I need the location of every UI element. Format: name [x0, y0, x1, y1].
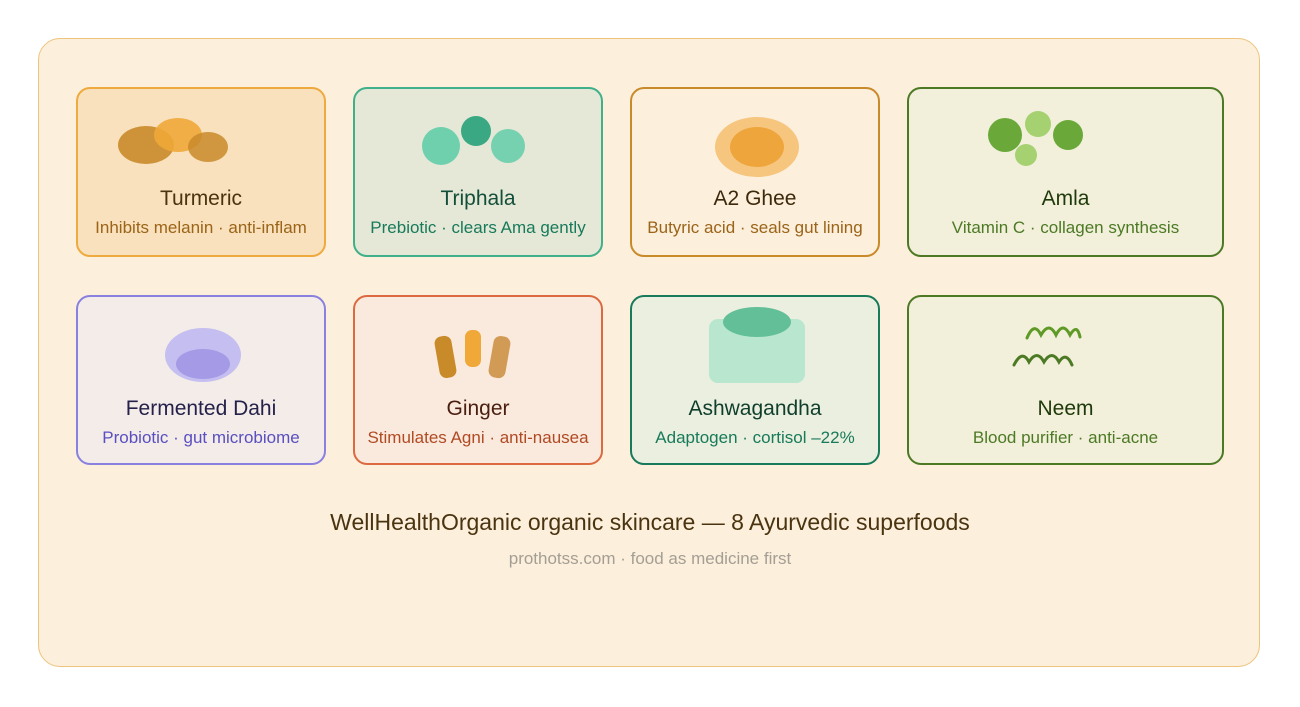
card-benefit: Butyric acid · seals gut lining — [647, 218, 863, 237]
card-title: Neem — [1037, 397, 1094, 420]
ashwagandha-jar-icon — [709, 307, 805, 383]
card-title: Ginger — [446, 397, 510, 420]
card-title: Turmeric — [159, 187, 243, 210]
card-turmeric: Turmeric Inhibits melanin · anti-inflam — [76, 87, 326, 257]
turmeric-roots-icon — [118, 118, 228, 164]
footer-title: WellHealthOrganic organic skincare — 8 A… — [330, 509, 970, 535]
card-benefit: Blood purifier · anti-acne — [972, 428, 1159, 447]
card-title: Triphala — [440, 187, 516, 210]
card-fermented-dahi: Fermented Dahi Probiotic · gut microbiom… — [76, 295, 326, 465]
card-benefit: Adaptogen · cortisol –22% — [655, 428, 855, 447]
card-neem: Neem Blood purifier · anti-acne — [907, 295, 1224, 465]
ginger-sticks-icon — [434, 330, 511, 379]
card-title: A2 Ghee — [713, 187, 797, 210]
dahi-bowl-icon — [165, 328, 241, 382]
card-title: Fermented Dahi — [125, 397, 277, 420]
card-triphala: Triphala Prebiotic · clears Ama gently — [353, 87, 603, 257]
card-benefit: Stimulates Agni · anti-nausea — [367, 428, 589, 447]
card-benefit: Vitamin C · collagen synthesis — [951, 218, 1180, 237]
card-ashwagandha: Ashwagandha Adaptogen · cortisol –22% — [630, 295, 880, 465]
card-benefit: Probiotic · gut microbiome — [102, 428, 300, 447]
ghee-bowl-icon — [715, 117, 799, 177]
triphala-fruits-icon — [422, 116, 525, 165]
card-a2-ghee: A2 Ghee Butyric acid · seals gut lining — [630, 87, 880, 257]
amla-berries-icon — [988, 111, 1083, 166]
card-title: Ashwagandha — [688, 397, 822, 420]
card-benefit: Prebiotic · clears Ama gently — [370, 218, 586, 237]
footer-subtitle: prothotss.com · food as medicine first — [508, 549, 792, 568]
card-amla: Amla Vitamin C · collagen synthesis — [907, 87, 1224, 257]
neem-leaves-icon — [1012, 326, 1082, 367]
card-title: Amla — [1041, 187, 1090, 210]
card-benefit: Inhibits melanin · anti-inflam — [95, 218, 307, 237]
card-ginger: Ginger Stimulates Agni · anti-nausea — [353, 295, 603, 465]
